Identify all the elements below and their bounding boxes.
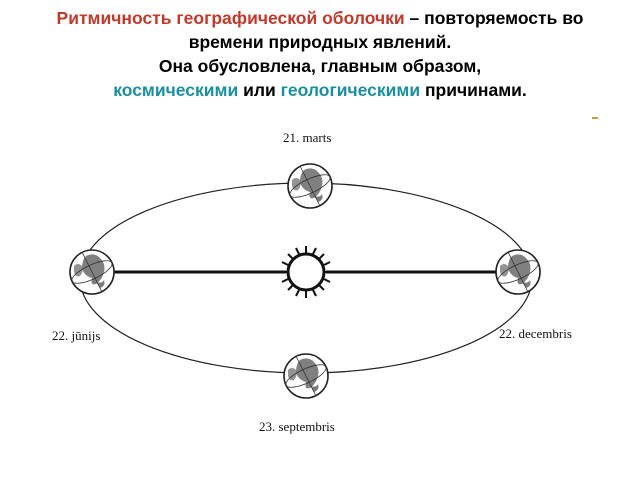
title-cosmic: космическими — [113, 80, 239, 100]
earth-icon — [68, 249, 116, 295]
title-line2: Она обусловлена, главным образом, — [158, 56, 482, 76]
label-right: 22. decembris — [499, 326, 572, 341]
decor-mark — [592, 117, 598, 119]
label-bottom: 23. septembris — [259, 419, 335, 434]
label-top: 21. marts — [283, 130, 332, 145]
title-geologic: геологическими — [280, 80, 421, 100]
title-or: или — [238, 80, 281, 100]
title-dash: – — [404, 8, 425, 28]
title-line1-rest: повторяемость во времени природных явлен… — [188, 8, 584, 52]
earth-icon — [494, 249, 542, 295]
slide-title: Ритмичность географической оболочки – по… — [20, 6, 620, 102]
label-left: 22. jūnijs — [52, 328, 101, 343]
orbit-diagram — [68, 163, 542, 399]
title-term: Ритмичность географической оболочки — [56, 8, 405, 28]
earth-icon — [286, 163, 334, 209]
sun-icon — [280, 246, 332, 298]
title-reasons: причинами. — [420, 80, 527, 100]
earth-icon — [282, 353, 330, 399]
